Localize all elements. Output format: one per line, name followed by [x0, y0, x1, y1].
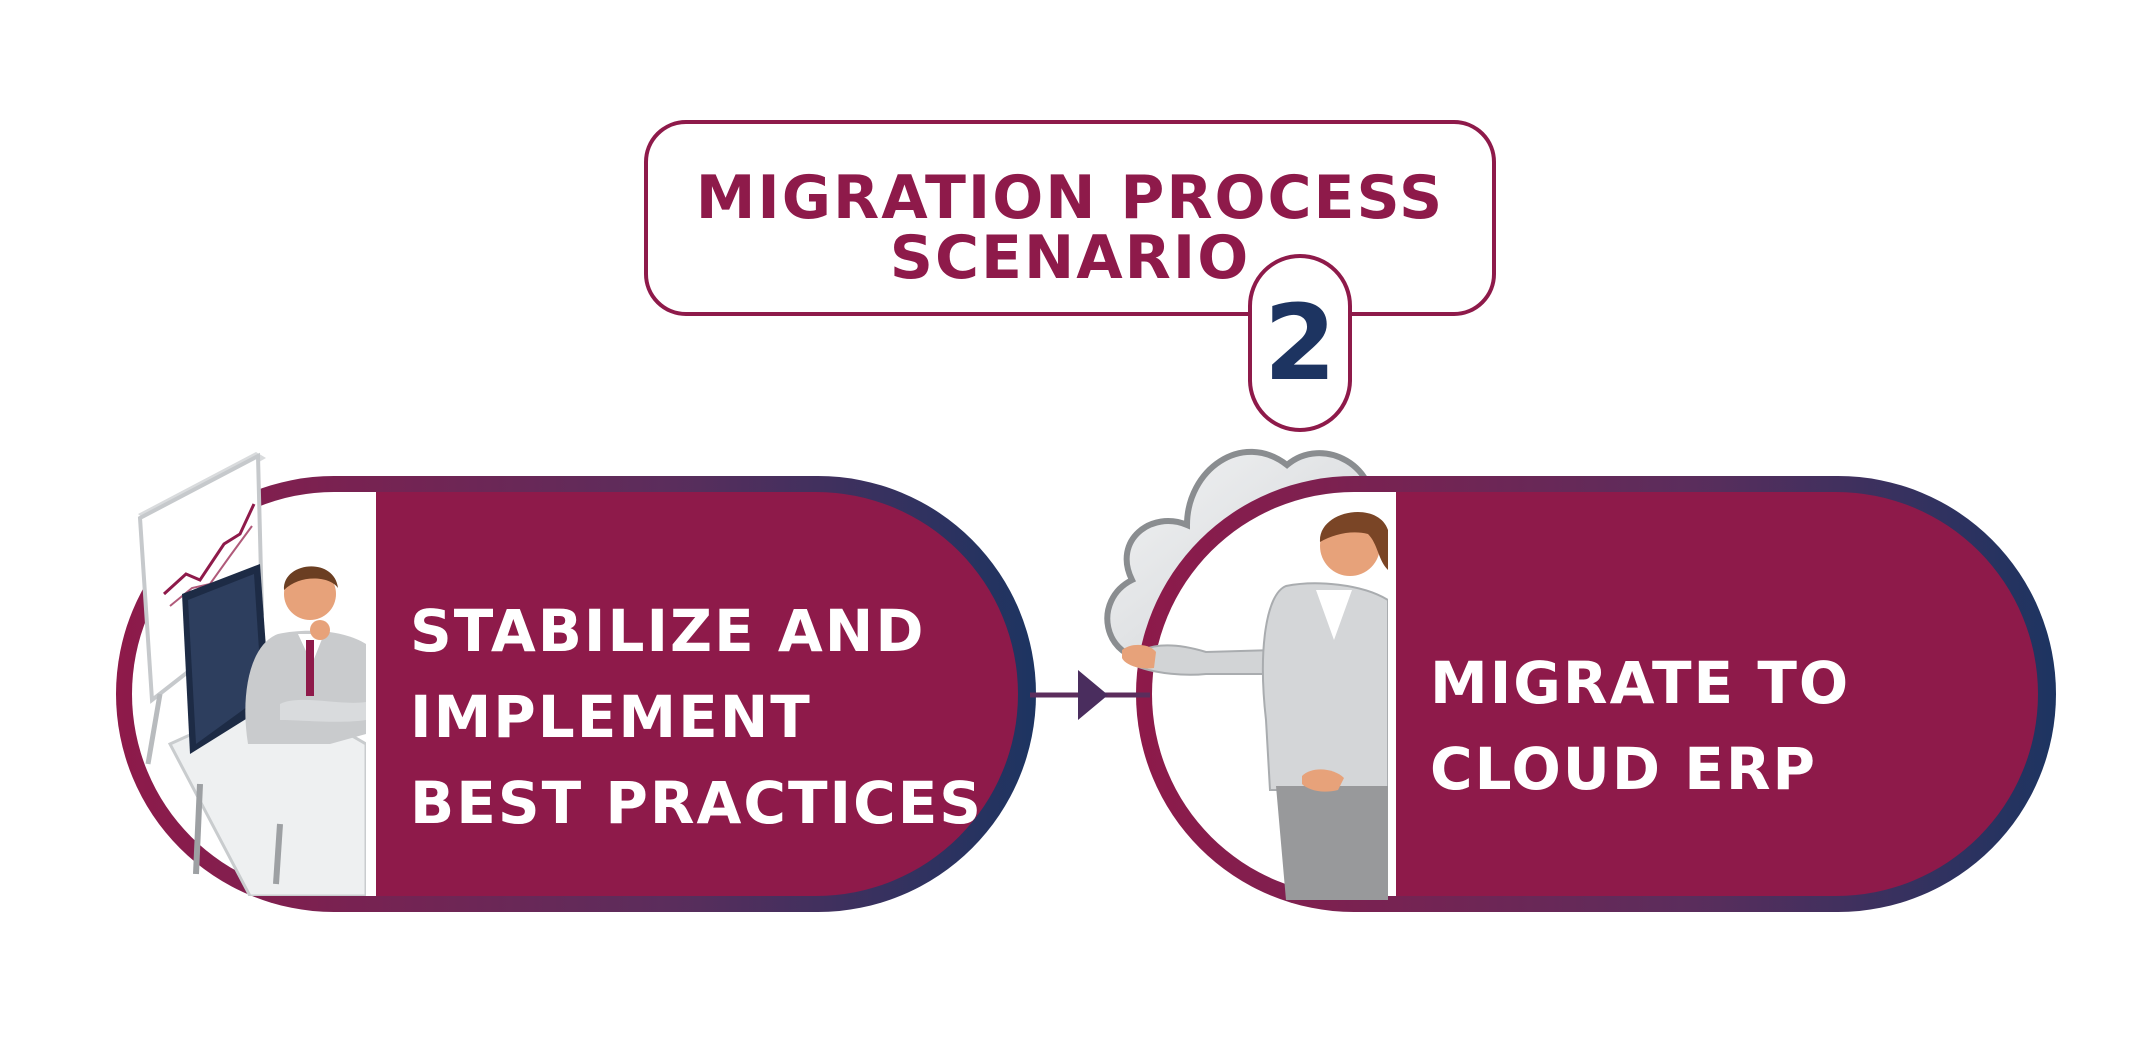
step-2-line-1: MIGRATE TO	[1430, 649, 1851, 717]
businessman-illustration	[137, 452, 366, 896]
step-2-label: MIGRATE TO CLOUD ERP	[1430, 640, 1850, 812]
step-1-line-3: BEST PRACTICES	[410, 769, 984, 837]
businesswoman-illustration	[1122, 512, 1388, 900]
scenario-number-badge: 2	[1248, 254, 1352, 432]
title-box: MIGRATION PROCESS SCENARIO	[644, 120, 1496, 316]
step-1-line-2: IMPLEMENT	[410, 683, 812, 751]
step-1-label: STABILIZE AND IMPLEMENT BEST PRACTICES	[410, 588, 983, 846]
step-1-line-1: STABILIZE AND	[410, 597, 926, 665]
title-line-1: MIGRATION PROCESS	[695, 163, 1445, 233]
step-2-line-2: CLOUD ERP	[1430, 735, 1817, 803]
title-line-2: SCENARIO	[889, 223, 1251, 293]
connector-arrow-icon	[1030, 670, 1150, 720]
